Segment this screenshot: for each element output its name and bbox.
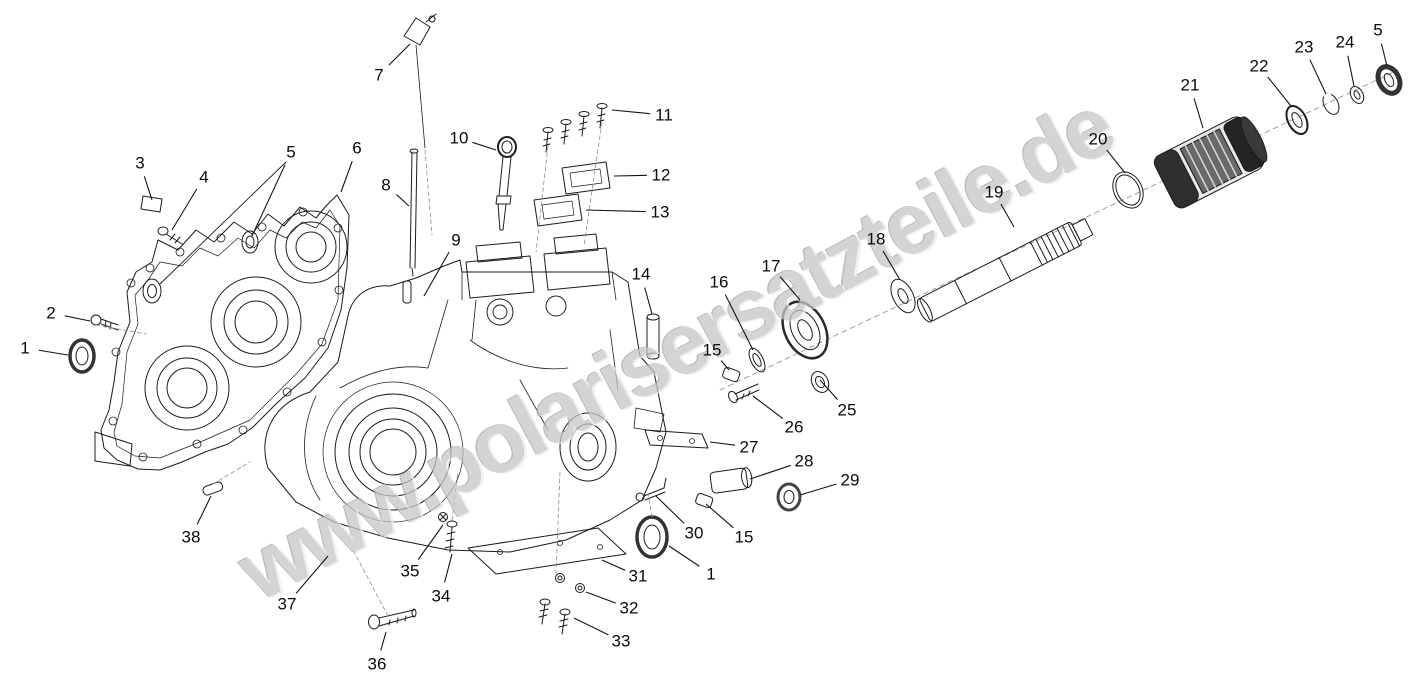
coupler-21-drawing: [1153, 116, 1268, 209]
bracket-30-drawing: [635, 477, 667, 502]
pin-15-drawing: [722, 366, 741, 383]
gearbox-housing-drawing: [264, 233, 667, 553]
snap-ring-23-drawing: [1322, 93, 1340, 115]
pin-15b-drawing: [695, 492, 714, 509]
washer-5-drawings: [142, 161, 287, 304]
bolts-33-drawing: [538, 598, 571, 635]
bearing-17-drawing: [781, 300, 829, 360]
dowel-pin-9-drawing: [402, 280, 412, 304]
needle-bearing-25-drawing: [810, 371, 830, 393]
sensor-drawing: [495, 136, 517, 231]
screw-35-drawing: [438, 512, 448, 522]
id-plate-drawing: [140, 195, 163, 213]
shaft-axis-line: [719, 69, 1399, 391]
seal-5-right-drawing: [1375, 64, 1403, 96]
seal-1b-drawing: [635, 515, 669, 559]
seal-1-left-drawing: [68, 338, 96, 374]
gasket-31-drawing: [467, 527, 627, 575]
switch-13-drawing: [533, 193, 583, 227]
washer-18-drawing: [890, 278, 916, 314]
bolt-36-drawing: [368, 608, 417, 630]
gasket-27-drawing: [644, 429, 709, 449]
screw-34-drawing: [444, 520, 458, 553]
roller-pin-14-drawing: [646, 313, 660, 360]
bolt-26-drawing: [728, 383, 760, 404]
gearbox-cover-drawing: [94, 194, 350, 471]
washers-32-drawing: [555, 573, 585, 593]
switch-12-drawing: [561, 161, 611, 195]
output-shaft-19-drawing: [917, 218, 1094, 323]
projection-lines: [95, 121, 653, 617]
o-ring-20-drawing: [1112, 171, 1144, 209]
breather-fitting-drawing: [403, 13, 437, 149]
washer-22-drawing: [1285, 105, 1309, 135]
fitting-2-drawing: [90, 314, 119, 331]
washer-29-drawing: [776, 482, 802, 512]
washer-24-drawing: [1349, 86, 1365, 104]
plug-28-drawing: [709, 467, 753, 494]
screw-set-drawing: [542, 103, 608, 153]
screw-4-drawing: [157, 226, 183, 245]
pin-38-drawing: [202, 481, 224, 496]
washer-16-drawing: [748, 347, 766, 373]
dipstick-drawing: [409, 148, 419, 277]
